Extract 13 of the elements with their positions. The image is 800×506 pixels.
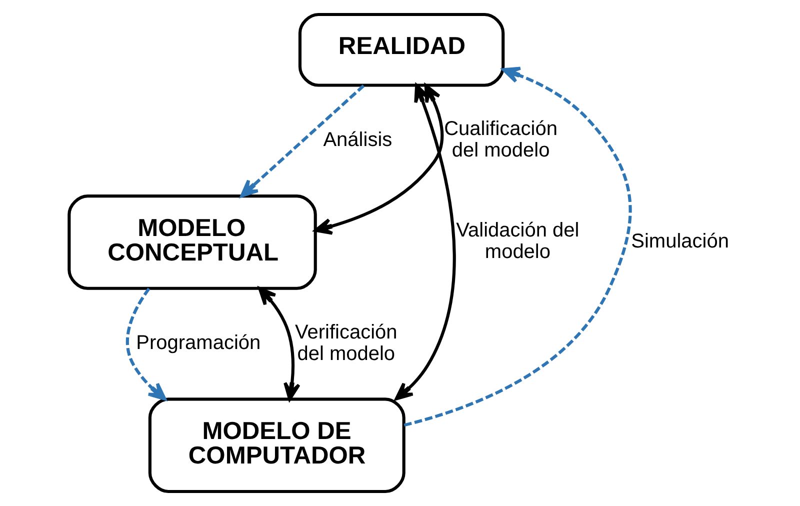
arrow	[404, 66, 632, 427]
arrow	[240, 84, 365, 198]
node-box: MODELO CONCEPTUAL	[68, 194, 317, 290]
edge-label: Cualificación del modelo	[444, 118, 558, 162]
edge-label: Programación	[136, 332, 261, 354]
node-box: MODELO DE COMPUTADOR	[148, 398, 406, 494]
node-box: REALIDAD	[298, 12, 505, 87]
arrow	[258, 286, 300, 401]
edge-label: Validación del modelo	[456, 220, 580, 264]
edge-label: Análisis	[323, 128, 392, 151]
edge-label: Simulación	[631, 230, 729, 252]
edge-label: Verificación del modelo	[295, 321, 398, 365]
arrow	[126, 288, 166, 400]
